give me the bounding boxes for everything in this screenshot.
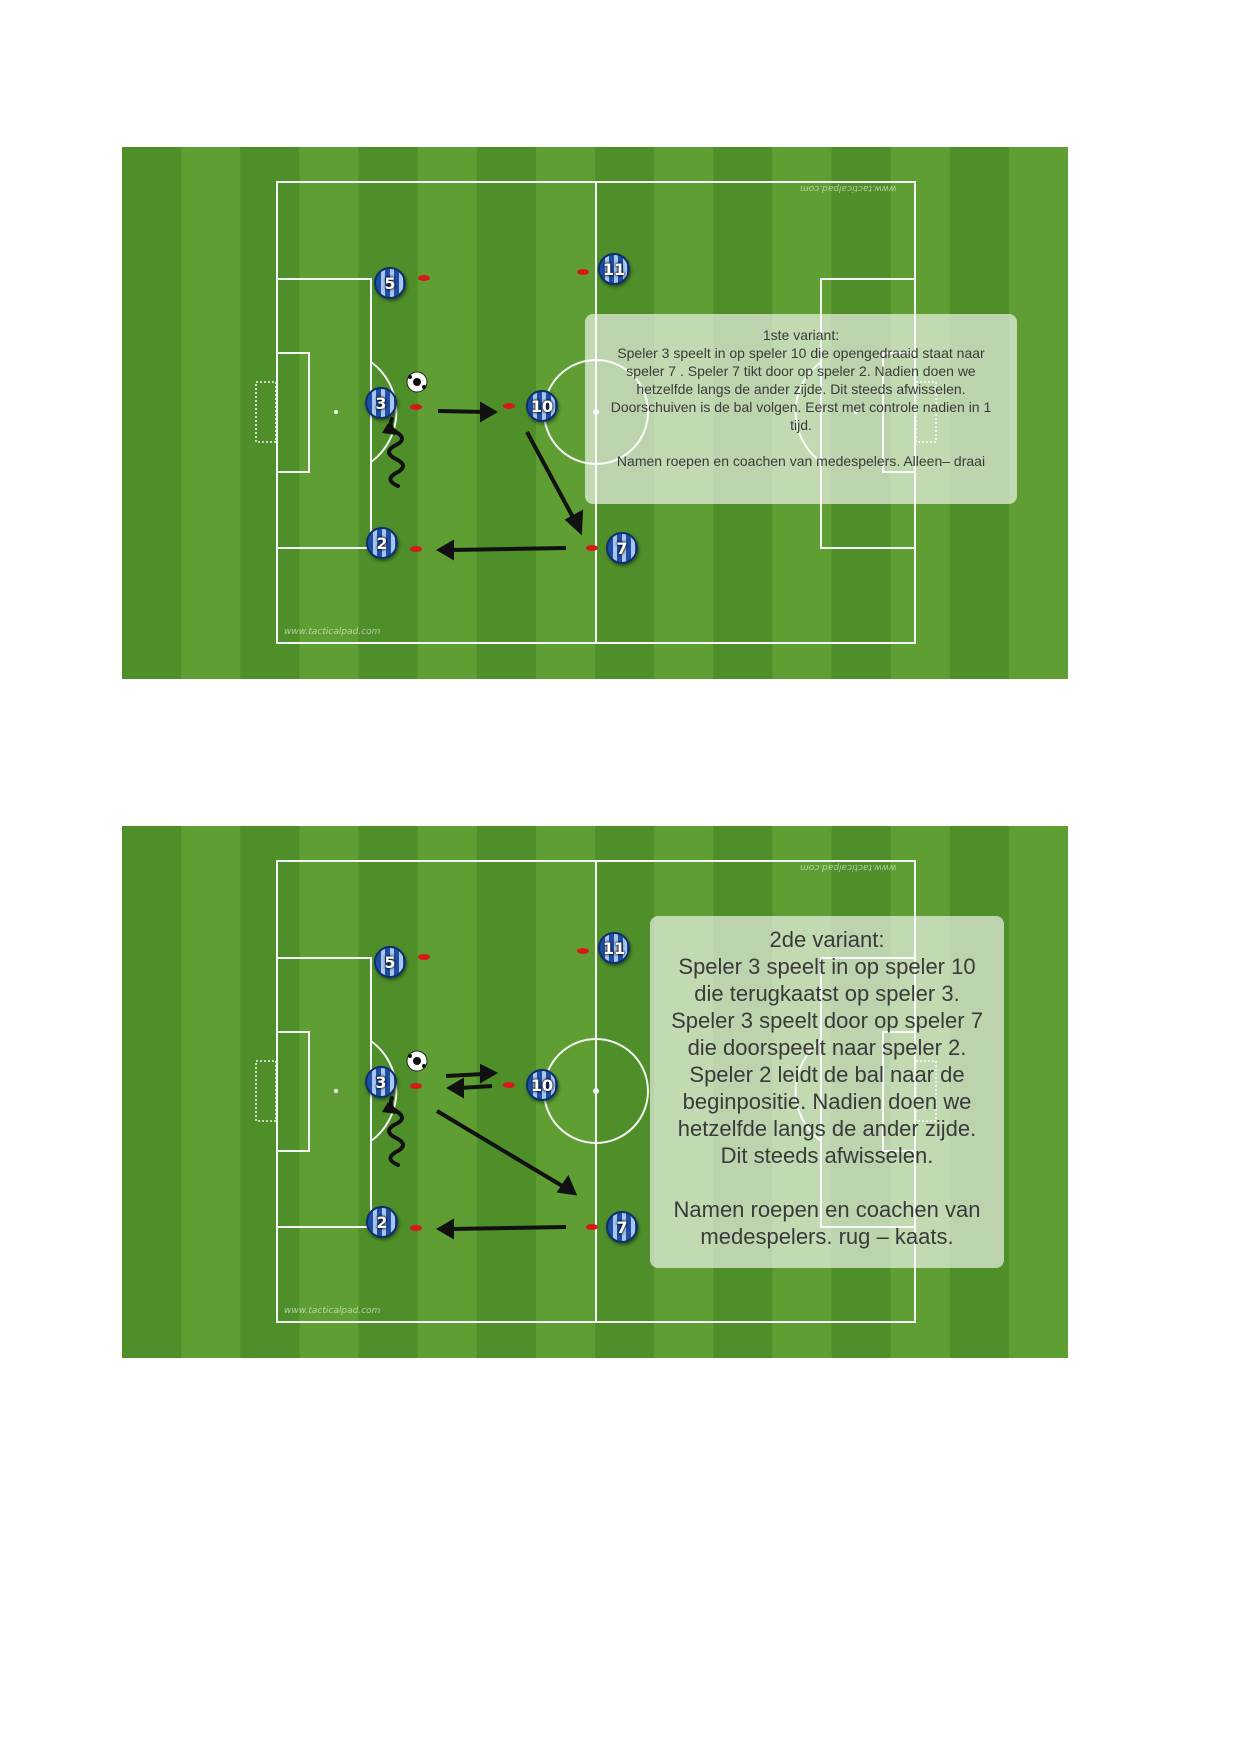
cone — [577, 948, 589, 954]
pass-arrows — [435, 1063, 578, 1240]
watermark: www.tacticalpad.com — [284, 1306, 381, 1316]
player-3: 3 — [365, 1066, 397, 1098]
player-10: 10 — [526, 390, 558, 422]
watermark: www.tacticalpad.com — [800, 183, 897, 193]
grass-stripe — [181, 147, 241, 679]
instruction-text: Speler 3 speelt in op speler 10 die teru… — [671, 954, 990, 1168]
player-2: 2 — [366, 527, 398, 559]
watermark: www.tacticalpad.com — [284, 627, 381, 637]
cone — [410, 1083, 422, 1089]
player-2: 2 — [366, 1206, 398, 1238]
cone — [577, 269, 589, 275]
player-7: 7 — [606, 532, 638, 564]
player-7: 7 — [606, 1211, 638, 1243]
watermark: www.tacticalpad.com — [800, 862, 897, 872]
grass-stripe — [1008, 147, 1068, 679]
instruction-box: 2de variant: Speler 3 speelt in op spele… — [650, 916, 1004, 1268]
grass-stripe — [595, 826, 655, 1358]
grass-stripe — [122, 147, 182, 679]
cone — [503, 1082, 515, 1088]
player-11: 11 — [598, 253, 630, 285]
ball — [406, 1050, 428, 1072]
cone — [410, 546, 422, 552]
ball — [406, 371, 428, 393]
pass-arrows — [436, 401, 584, 561]
variant-title: 1ste variant: — [762, 327, 840, 343]
player-5: 5 — [374, 267, 406, 299]
instruction-text: Speler 3 speelt in op speler 10 die open… — [610, 345, 996, 433]
player-3: 3 — [365, 387, 397, 419]
coaching-text: Namen roepen en coachen van medespelers.… — [673, 1197, 987, 1249]
grass-stripe — [240, 147, 300, 679]
spacer-line — [662, 1169, 992, 1196]
cone — [418, 954, 430, 960]
return-arrow-10-to-3 — [459, 1084, 493, 1090]
variant-title: 2de variant: — [769, 927, 885, 952]
grass-stripe — [417, 826, 478, 1358]
cone — [410, 1225, 422, 1231]
drill-diagram-1: 5 11 3 10 2 7 1ste variant: Speler 3 spe… — [122, 147, 1068, 679]
grass-stripe — [181, 826, 241, 1358]
cone — [586, 1224, 598, 1230]
cones — [410, 269, 598, 552]
grass-stripe — [240, 826, 300, 1358]
dribble-path — [387, 417, 405, 488]
pass-arrow-3-to-10 — [445, 1072, 485, 1078]
spacer-line — [599, 434, 1003, 452]
cone — [586, 545, 598, 551]
pass-arrow-3-to-7 — [435, 1109, 566, 1189]
cone — [418, 275, 430, 281]
pass-arrow-7-to-2 — [449, 546, 567, 552]
player-11: 11 — [598, 932, 630, 964]
cone — [410, 404, 422, 410]
player-10: 10 — [526, 1069, 558, 1101]
dribble-path — [387, 1096, 405, 1167]
coaching-text: Namen roepen en coachen van medespelers.… — [616, 453, 986, 469]
pass-arrow-7-to-2 — [449, 1225, 567, 1231]
pass-arrow-10-to-7 — [525, 431, 577, 522]
cone — [503, 403, 515, 409]
player-5: 5 — [374, 946, 406, 978]
instruction-box: 1ste variant: Speler 3 speelt in op spel… — [585, 314, 1017, 504]
cones — [410, 948, 598, 1231]
grass-stripe — [476, 826, 537, 1358]
pass-arrow-3-to-10 — [437, 409, 487, 414]
grass-stripe — [122, 826, 182, 1358]
grass-stripe — [1008, 826, 1068, 1358]
drill-diagram-2: 5 11 3 10 2 7 2de variant: Speler 3 spee… — [122, 826, 1068, 1358]
